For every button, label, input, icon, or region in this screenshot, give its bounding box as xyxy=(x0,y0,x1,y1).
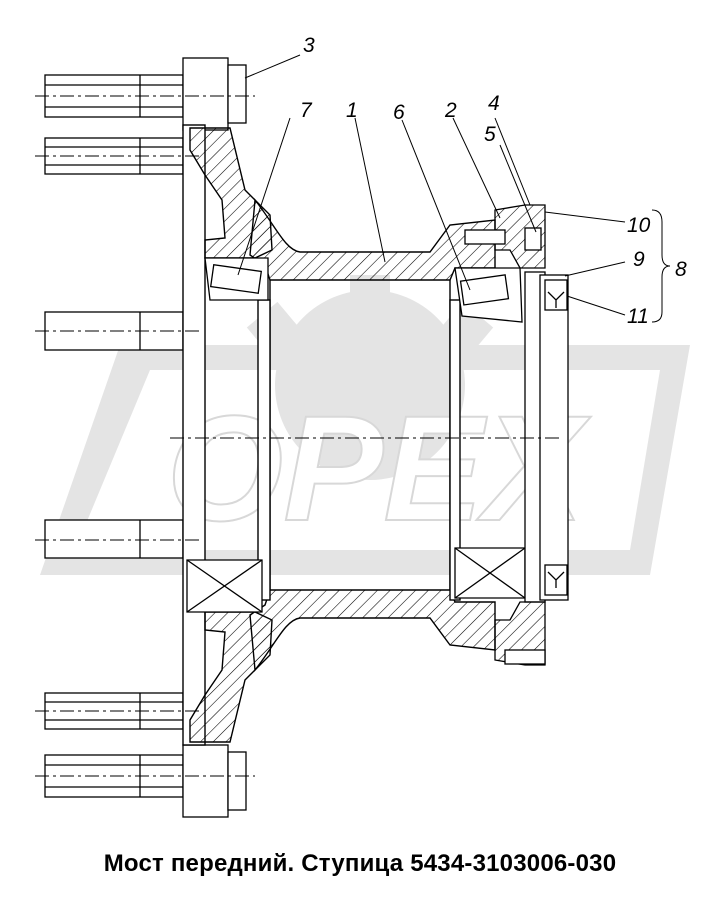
cap-assembly xyxy=(464,204,569,666)
callout-9: 9 xyxy=(633,248,645,271)
bolt-head-bottom-face xyxy=(227,751,247,811)
inner-bearing xyxy=(186,257,269,613)
cap-upper-section xyxy=(494,204,546,269)
hub-body xyxy=(249,198,496,672)
hub-assembly-drawing: OPEX xyxy=(35,34,690,818)
callout-6: 6 xyxy=(393,101,405,124)
callout-3: 3 xyxy=(303,34,315,57)
callout-8: 8 xyxy=(675,258,687,281)
hub-bore-ring-right xyxy=(449,299,461,601)
lock-washer xyxy=(524,227,542,251)
cap-rim xyxy=(539,274,569,601)
leader-5 xyxy=(499,144,537,233)
callout-11: 11 xyxy=(627,305,649,328)
callout-1: 1 xyxy=(346,99,358,122)
center-lines xyxy=(35,95,560,777)
brace-8 xyxy=(651,209,671,323)
bolt-head-top xyxy=(182,57,229,131)
leader-9 xyxy=(564,261,626,277)
cap-lower-section xyxy=(494,601,546,666)
leader-lines xyxy=(237,54,671,323)
callout-4: 4 xyxy=(488,92,500,115)
seal-ring-upper xyxy=(544,279,568,311)
callout-7: 7 xyxy=(300,99,313,122)
callout-5: 5 xyxy=(484,123,496,146)
hub-upper-wall xyxy=(249,198,496,281)
leader-2 xyxy=(452,117,501,219)
leader-11 xyxy=(566,295,626,316)
leader-10 xyxy=(544,211,626,223)
callout-10: 10 xyxy=(627,214,651,237)
outer-bearing xyxy=(454,267,526,599)
hub-lower-wall xyxy=(249,589,496,672)
watermark-text: OPEX xyxy=(167,384,592,552)
flange-plate xyxy=(182,124,206,746)
leader-3 xyxy=(244,54,301,79)
leader-6 xyxy=(401,119,471,291)
bolt-heads xyxy=(182,57,247,818)
bolt-head-top-face xyxy=(227,64,247,124)
lock-screw xyxy=(464,229,506,245)
stud-lower-mid xyxy=(44,519,184,559)
leader-7 xyxy=(237,117,291,276)
cap-lower-screw xyxy=(504,649,546,665)
hub-bore-ring-left xyxy=(257,299,271,601)
callouts: 3 7 1 6 2 4 5 10 9 8 11 xyxy=(300,34,687,328)
leader-4 xyxy=(494,117,531,206)
callout-2: 2 xyxy=(444,99,457,122)
drawing-caption: Мост передний. Ступица 5434-3103006-030 xyxy=(103,850,617,877)
bolt-head-bottom xyxy=(182,744,229,818)
leader-1 xyxy=(354,117,386,263)
